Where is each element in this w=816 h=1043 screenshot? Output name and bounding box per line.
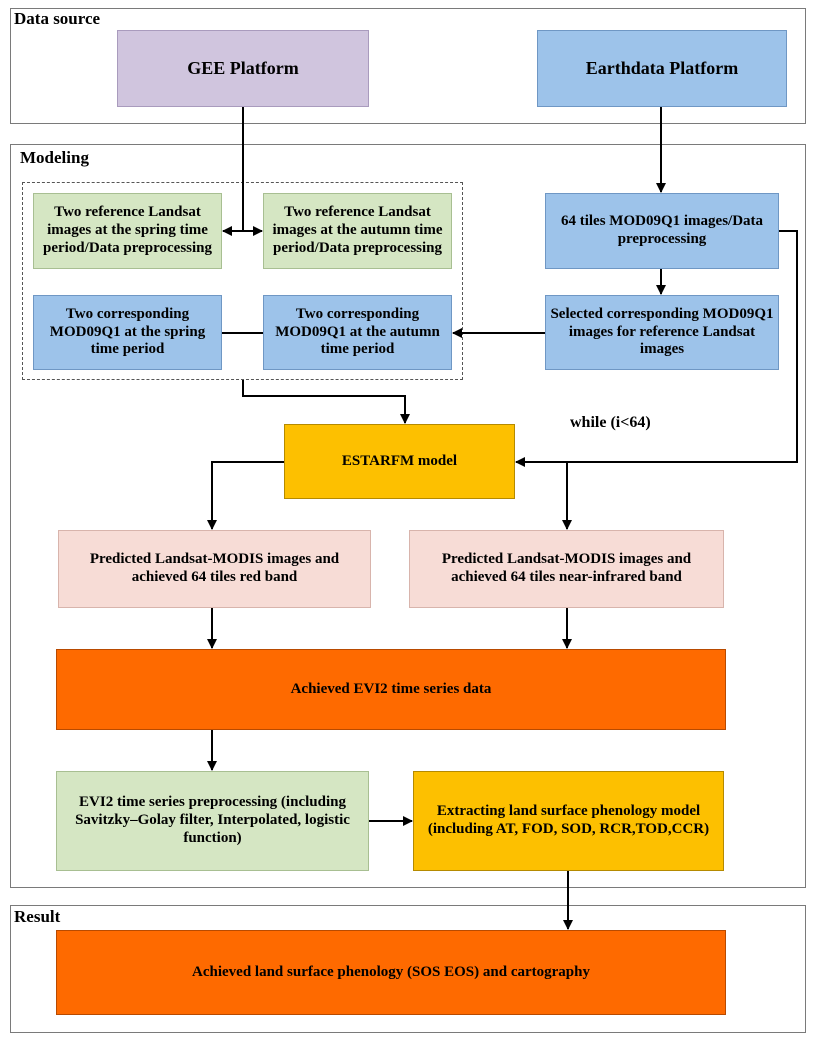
- result-title: Result: [14, 907, 61, 926]
- modeling-section: [10, 144, 806, 888]
- data-source-title: Data source: [14, 9, 101, 28]
- modeling-title: Modeling: [20, 148, 89, 167]
- earthdata-platform-node: Earthdata Platform: [537, 30, 787, 107]
- estarfm-model-node: ESTARFM model: [284, 424, 515, 499]
- evi2-preprocessing-node: EVI2 time series preprocessing (includin…: [56, 771, 369, 871]
- mod09q1-spring-node: Two corresponding MOD09Q1 at the spring …: [33, 295, 222, 370]
- mod09q1-tiles-node: 64 tiles MOD09Q1 images/Data preprocessi…: [545, 193, 779, 269]
- mod09q1-selected-node: Selected corresponding MOD09Q1 images fo…: [545, 295, 779, 370]
- result-section: [10, 905, 806, 1033]
- phenology-extraction-node: Extracting land surface phenology model …: [413, 771, 724, 871]
- nir-band-node: Predicted Landsat-MODIS images and achie…: [409, 530, 724, 608]
- gee-platform-node: GEE Platform: [117, 30, 369, 107]
- mod09q1-autumn-node: Two corresponding MOD09Q1 at the autumn …: [263, 295, 452, 370]
- loop-label: while (i<64): [570, 414, 651, 431]
- red-band-node: Predicted Landsat-MODIS images and achie…: [58, 530, 371, 608]
- landsat-spring-node: Two reference Landsat images at the spri…: [33, 193, 222, 269]
- evi2-series-node: Achieved EVI2 time series data: [56, 649, 726, 730]
- landsat-autumn-node: Two reference Landsat images at the autu…: [263, 193, 452, 269]
- final-result-node: Achieved land surface phenology (SOS EOS…: [56, 930, 726, 1015]
- data-source-section: [10, 8, 806, 124]
